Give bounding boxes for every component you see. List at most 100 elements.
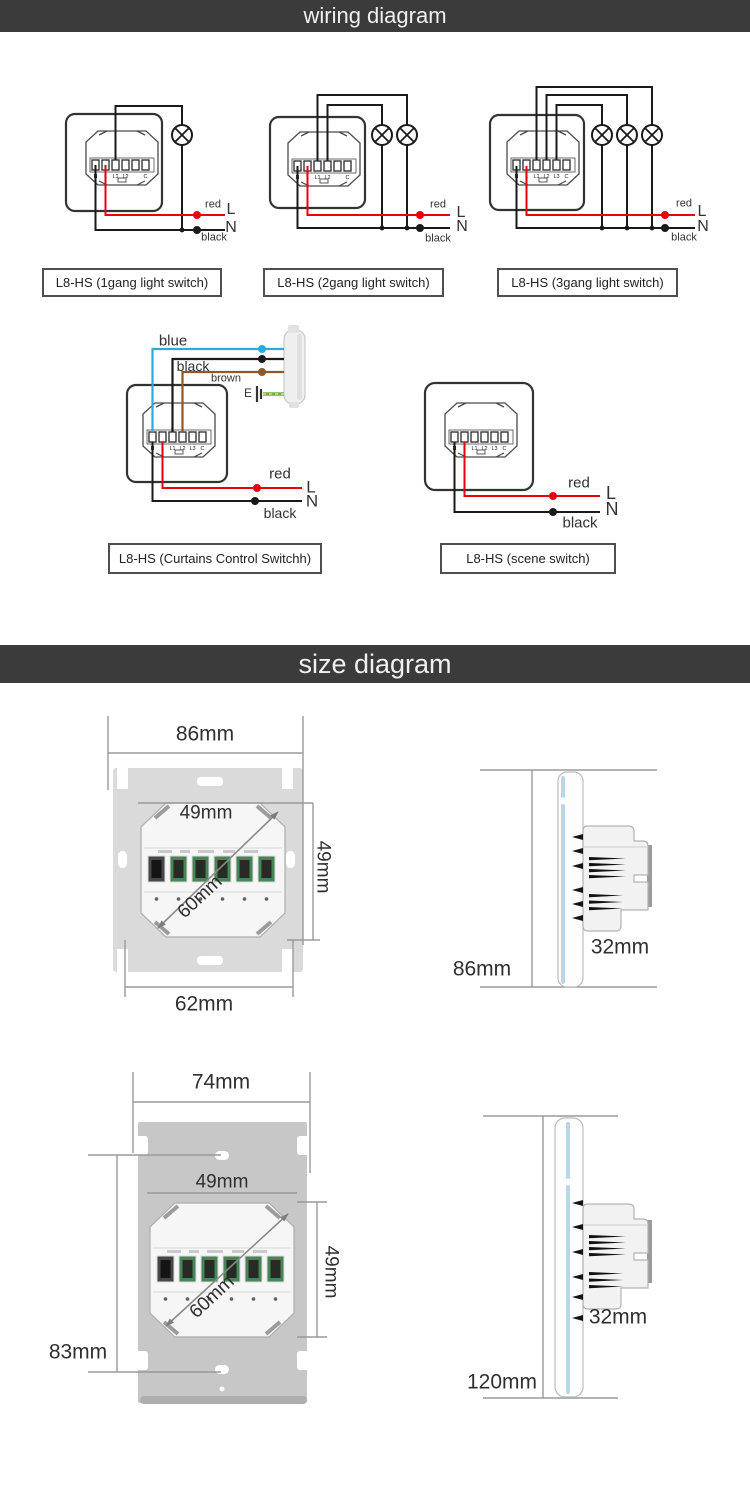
diagram-caption-1gang: L8-HS (1gang light switch) xyxy=(42,268,222,297)
dimension-label: 49mm xyxy=(312,840,334,894)
wiring-diagram-1gang: N L L1 L2 C xyxy=(64,105,225,234)
neutral-terminal-dot xyxy=(416,224,424,232)
diagram-caption-2gang: L8-HS (2gang light switch) xyxy=(263,268,444,297)
screw-slot xyxy=(215,1151,229,1160)
heatsink-fins xyxy=(572,834,583,921)
neutral-terminal-dot xyxy=(193,226,201,234)
dimension-label: 62mm xyxy=(174,992,234,1016)
side-hole xyxy=(118,851,127,868)
live-line-label: L xyxy=(456,204,466,221)
dimension-label: 74mm xyxy=(191,1070,251,1094)
wire-color-label: red xyxy=(269,465,291,483)
motor-shade xyxy=(297,334,302,400)
junction-dot xyxy=(624,225,630,231)
wire-color-label: black xyxy=(201,231,227,244)
junction-dot xyxy=(599,225,605,231)
glass-shine xyxy=(564,1178,572,1186)
terminal-label: L3 xyxy=(553,174,559,180)
terminal-label: C xyxy=(346,175,350,181)
switch-mechanism-side xyxy=(582,1203,649,1310)
diagram-caption-scene: L8-HS (scene switch) xyxy=(440,543,616,574)
neutral-terminal-dot xyxy=(549,508,557,516)
wire-color-label: black xyxy=(425,232,451,245)
live-terminal-dot xyxy=(416,211,424,219)
terminal-label: L2 xyxy=(179,446,185,452)
switched-live-wire-1 xyxy=(316,94,408,161)
junction-dot xyxy=(379,225,385,231)
diagram-caption-curtains: L8-HS (Curtains Control Switchh) xyxy=(108,543,322,574)
terminal-label: L1 xyxy=(314,175,320,181)
dimension-label: 86mm xyxy=(175,722,235,746)
live-line-label: L xyxy=(697,203,707,220)
terminal-label: C xyxy=(144,174,148,180)
terminal-label: L1 xyxy=(169,446,175,452)
plate-bottom-edge xyxy=(140,1396,307,1404)
neutral-line-label: N xyxy=(305,491,319,511)
terminal-label: C xyxy=(565,174,569,180)
terminal-label: L3 xyxy=(491,446,497,452)
glass-edge xyxy=(566,1122,570,1394)
neutral-line-label: N xyxy=(225,219,237,236)
switched-live-wire-2 xyxy=(326,104,383,161)
pin-hole xyxy=(219,1386,225,1392)
switch-mechanism-rear xyxy=(148,1201,296,1339)
terminal-label: C xyxy=(201,446,205,452)
dimension-lines xyxy=(88,1072,327,1373)
size-banner-title: size diagram xyxy=(298,648,452,679)
motor-wire-label: brown xyxy=(211,372,241,385)
diagonal-dimension xyxy=(165,1213,289,1327)
wiring-diagram-scene: N L L1 L2 L3 C xyxy=(423,381,600,516)
wiring-diagram-2gang: N L L1 L2 C xyxy=(268,94,450,232)
lamp-icon xyxy=(171,124,193,146)
size-figure-front-tall xyxy=(88,1072,327,1404)
size-figure-side-small xyxy=(480,769,657,988)
wire-color-label: red xyxy=(430,198,446,211)
dimension-label: 32mm xyxy=(588,1305,648,1329)
wiring-diagram-curtains: N L L1 L2 L3 C xyxy=(125,325,306,505)
wire-color-label: black xyxy=(671,231,697,244)
motor-wire-label: blue xyxy=(158,332,188,350)
black-dot xyxy=(258,355,266,363)
size-figure-front-small xyxy=(107,716,320,997)
diagram-caption-3gang: L8-HS (3gang light switch) xyxy=(497,268,678,297)
switched-live-wire xyxy=(114,105,183,160)
mounting-slot xyxy=(197,956,223,965)
dimension-label: 83mm xyxy=(48,1340,108,1364)
wiring-diagram-3gang: N L L1 L2 L3 C xyxy=(488,86,695,232)
lamp-icon xyxy=(591,124,613,146)
switch-box xyxy=(423,381,535,492)
heatsink-fins xyxy=(572,1200,583,1321)
lamp-icon xyxy=(371,124,393,146)
terminal-label: L2 xyxy=(481,446,487,452)
live-terminal-dot xyxy=(549,492,557,500)
side-hole xyxy=(286,851,295,868)
glass-edge xyxy=(561,776,565,984)
switch-box xyxy=(125,383,229,484)
terminal-label: L1 xyxy=(112,174,118,180)
switch-mechanism-side xyxy=(582,825,649,932)
motor-bottom-cap xyxy=(289,402,299,408)
motor-black-wire xyxy=(171,357,284,432)
junction-dot xyxy=(649,225,655,231)
terminal-label: C xyxy=(503,446,507,452)
live-line-label: L xyxy=(605,483,617,503)
motor-top-cap xyxy=(288,325,299,333)
mounting-slot xyxy=(197,777,223,786)
dimension-lines xyxy=(483,1115,618,1399)
terminal-label: L3 xyxy=(189,446,195,452)
live-line-label: L xyxy=(306,477,316,497)
size-figure-side-tall xyxy=(483,1115,652,1399)
neutral-line-label: N xyxy=(605,499,619,519)
neutral-terminal-dot xyxy=(251,497,259,505)
live-terminal-dot xyxy=(193,211,201,219)
live-wire xyxy=(306,166,450,216)
switched-live-wire-3 xyxy=(555,104,603,160)
switch-box xyxy=(64,112,164,213)
brown-wire xyxy=(181,370,284,432)
wire-color-label: red xyxy=(676,197,692,210)
blue-dot xyxy=(258,345,266,353)
motor-wire-label: black xyxy=(176,358,210,374)
junction-dot xyxy=(404,225,410,231)
mounting-bar xyxy=(647,1220,652,1283)
